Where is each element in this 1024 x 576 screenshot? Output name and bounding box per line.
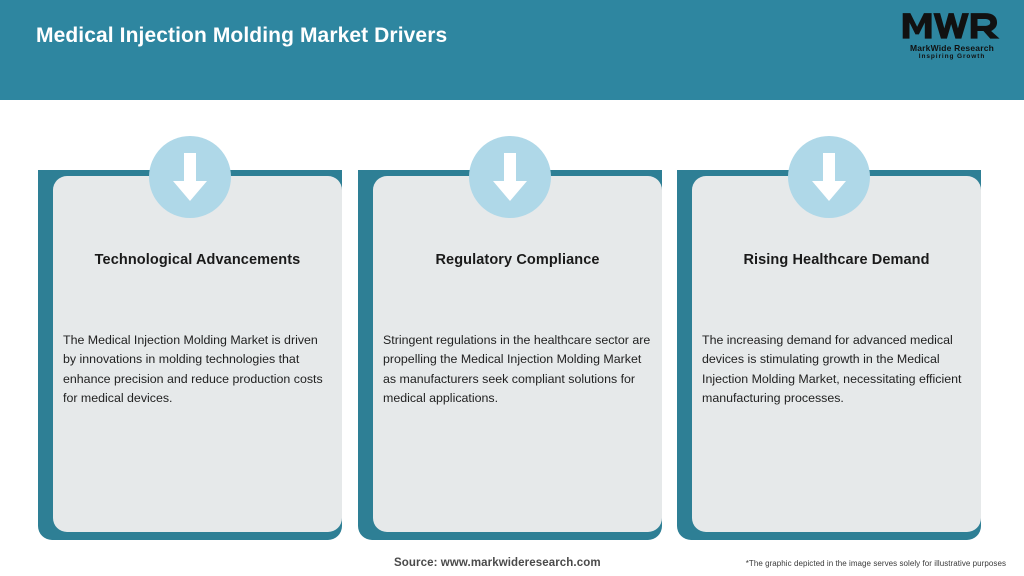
page-title: Medical Injection Molding Market Drivers xyxy=(36,24,448,47)
page-header: Medical Injection Molding Market Drivers… xyxy=(0,0,1024,100)
card-title: Technological Advancements xyxy=(94,252,301,268)
mwr-logo-icon xyxy=(902,13,1000,39)
down-arrow-icon xyxy=(493,153,527,201)
logo-tagline: Inspiring Growth xyxy=(918,53,986,60)
driver-card-2[interactable]: Regulatory Compliance Stringent regulati… xyxy=(358,136,662,540)
card-body-text: The Medical Injection Molding Market is … xyxy=(63,333,323,406)
card-title: Rising Healthcare Demand xyxy=(743,252,930,268)
driver-card-3[interactable]: Rising Healthcare Demand The increasing … xyxy=(677,136,981,540)
card-body-text: The increasing demand for advanced medic… xyxy=(702,333,962,406)
drivers-card-row: Technological Advancements The Medical I… xyxy=(0,100,1024,545)
card-body-text: Stringent regulations in the healthcare … xyxy=(383,333,651,406)
down-arrow-icon xyxy=(173,153,207,201)
source-label: Source: www.markwideresearch.com xyxy=(394,557,601,569)
driver-card-1[interactable]: Technological Advancements The Medical I… xyxy=(38,136,342,540)
card-surface: Regulatory Compliance Stringent regulati… xyxy=(373,176,662,532)
card-surface: Rising Healthcare Demand The increasing … xyxy=(692,176,981,532)
card-title: Regulatory Compliance xyxy=(435,252,600,268)
down-arrow-icon xyxy=(812,153,846,201)
card-surface: Technological Advancements The Medical I… xyxy=(53,176,342,532)
down-arrow-badge xyxy=(149,136,231,218)
down-arrow-badge xyxy=(469,136,551,218)
disclaimer-label: *The graphic depicted in the image serve… xyxy=(745,559,1006,568)
logo-company-name: MarkWide Research xyxy=(909,43,995,53)
brand-logo: MarkWide Research Inspiring Growth xyxy=(900,8,1004,66)
down-arrow-badge xyxy=(788,136,870,218)
